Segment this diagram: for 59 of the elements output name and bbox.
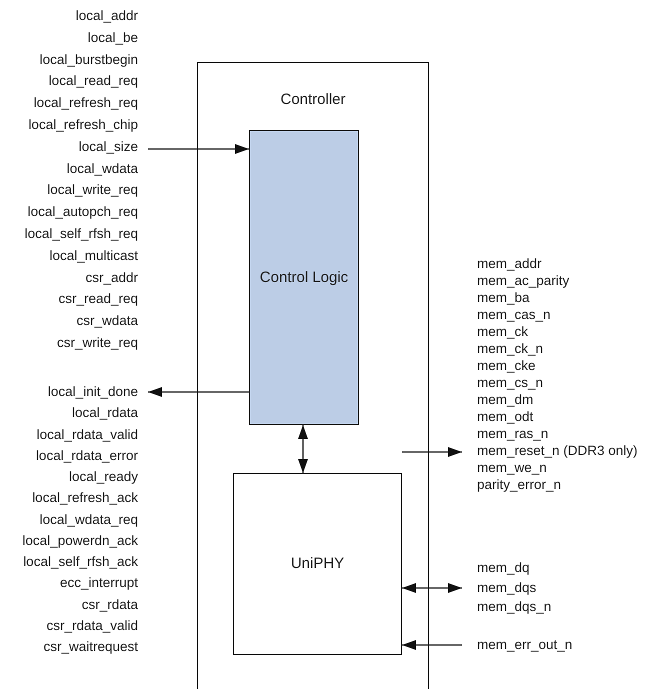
signal-name: local_autopch_req <box>28 203 138 222</box>
signal-name: local_be <box>88 28 138 47</box>
signal-name: local_wdata <box>66 160 138 178</box>
signal-name: local_read_req <box>48 72 138 90</box>
signal-name: local_init_done <box>48 383 138 401</box>
signal-name: mem_dm <box>477 391 534 408</box>
phy-block <box>233 473 402 655</box>
signal-name: local_self_rfsh_ack <box>23 553 138 571</box>
arrow <box>402 640 462 650</box>
signal-name: mem_cas_n <box>477 306 551 323</box>
signal-name: mem_odt <box>477 408 534 425</box>
signal-name: local_powerdn_ack <box>22 532 138 550</box>
signal-name: local_refresh_chip <box>28 116 138 134</box>
signal-name: mem_reset_n (DDR3 only) <box>477 442 638 459</box>
signal-name: mem_dq <box>477 559 530 577</box>
signal-name: csr_addr <box>85 268 138 287</box>
signal-name: local_size <box>78 138 138 156</box>
arrow <box>298 425 308 473</box>
signal-name: local_burstbegin <box>40 50 138 69</box>
signal-name: mem_cke <box>477 357 536 374</box>
signal-name: mem_we_n <box>477 459 547 476</box>
signal-name: local_ready <box>68 468 138 486</box>
signal-name: mem_addr <box>477 255 542 272</box>
signal-name: local_addr <box>76 7 138 25</box>
signal-name: csr_wdata <box>76 312 138 330</box>
signal-name: local_write_req <box>47 181 138 200</box>
signal-name: local_rdata_valid <box>36 426 138 444</box>
arrow <box>148 387 249 397</box>
signal-name: local_self_rfsh_req <box>24 224 138 243</box>
block-label: Control Logic <box>258 268 350 288</box>
signal-name: mem_cs_n <box>477 374 544 391</box>
signal-name: csr_waitrequest <box>43 638 138 656</box>
signal-name: parity_error_n <box>477 476 562 493</box>
signal-name: mem_ck_n <box>477 340 544 357</box>
signal-name: csr_rdata <box>82 596 138 614</box>
signal-name: ecc_interrupt <box>60 574 138 592</box>
signal-name: mem_ras_n <box>477 425 548 442</box>
signal-name: local_refresh_ack <box>32 489 138 508</box>
signal-name: local_wdata_req <box>40 510 138 529</box>
control-logic-block <box>249 130 359 425</box>
signal-name: local_rdata_error <box>36 446 138 465</box>
signal-name: local_multicast <box>49 246 138 265</box>
arrow <box>402 583 462 593</box>
arrow <box>148 144 249 154</box>
block-title: Controller <box>279 91 347 108</box>
signal-name: csr_write_req <box>56 334 138 352</box>
signal-name: mem_ck <box>477 323 528 340</box>
signal-name: local_rdata <box>72 404 138 422</box>
signal-name: mem_dqs <box>477 578 536 597</box>
signal-name: mem_err_out_n <box>477 636 572 654</box>
controller-block <box>197 62 429 689</box>
signal-name: mem_dqs_n <box>477 598 552 616</box>
arrow <box>402 447 462 457</box>
signal-name: mem_ba <box>477 289 530 306</box>
signal-name: mem_ac_parity <box>477 272 570 289</box>
block-label: UniPHY <box>290 554 346 574</box>
signal-name: csr_read_req <box>58 290 138 308</box>
signal-name: local_refresh_req <box>34 94 138 112</box>
signal-name: csr_rdata_valid <box>46 616 138 635</box>
